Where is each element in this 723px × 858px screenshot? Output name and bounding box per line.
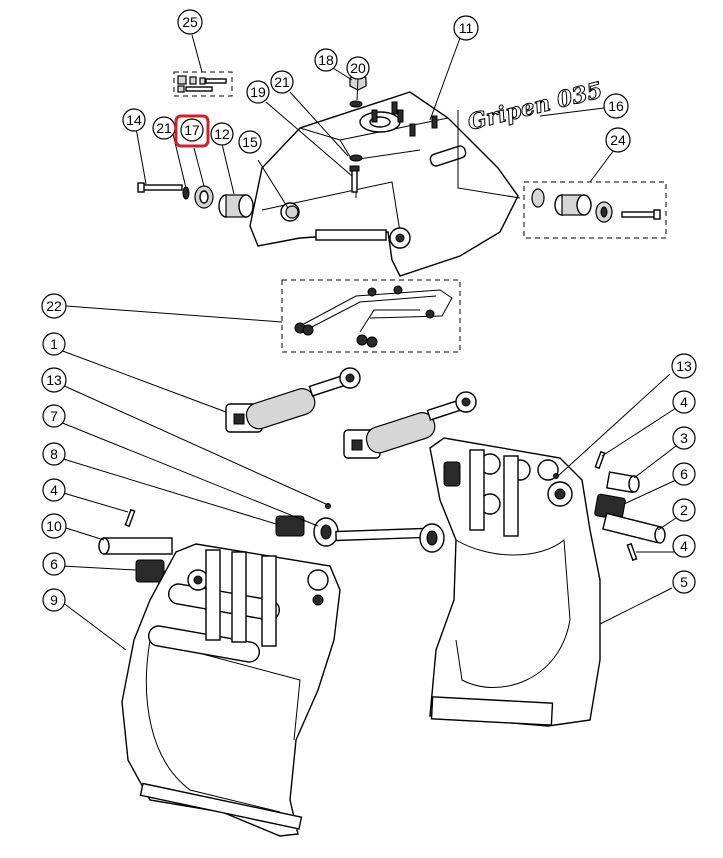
svg-text:8: 8 bbox=[50, 446, 58, 462]
svg-text:25: 25 bbox=[182, 14, 198, 30]
svg-text:16: 16 bbox=[608, 98, 624, 114]
svg-text:21: 21 bbox=[274, 74, 290, 90]
svg-text:5: 5 bbox=[680, 574, 688, 590]
part-9-left-jaw bbox=[121, 543, 341, 837]
svg-text:4: 4 bbox=[680, 394, 688, 410]
svg-text:4: 4 bbox=[680, 538, 688, 554]
callout-13-left: 13 bbox=[41, 367, 67, 393]
svg-text:24: 24 bbox=[610, 132, 626, 148]
callout-24: 24 bbox=[605, 127, 631, 153]
svg-text:18: 18 bbox=[318, 52, 334, 68]
callout-4-right-lower: 4 bbox=[672, 534, 696, 558]
callout-13-right: 13 bbox=[671, 353, 697, 379]
svg-text:4: 4 bbox=[50, 482, 58, 498]
svg-text:3: 3 bbox=[680, 430, 688, 446]
callout-1: 1 bbox=[42, 332, 66, 356]
svg-text:6: 6 bbox=[680, 466, 688, 482]
part-22-hose-kit bbox=[294, 285, 453, 348]
part-24-bushing-set bbox=[531, 188, 661, 223]
svg-text:9: 9 bbox=[50, 592, 58, 608]
callout-17-highlight bbox=[174, 114, 210, 148]
part-4-pin-right-lower bbox=[626, 542, 638, 562]
svg-text:12: 12 bbox=[214, 126, 230, 142]
callout-6-right: 6 bbox=[672, 462, 696, 486]
callout-5: 5 bbox=[672, 570, 696, 594]
svg-text:6: 6 bbox=[50, 556, 58, 572]
callout-7: 7 bbox=[42, 404, 66, 428]
part-8-bushing bbox=[275, 515, 305, 537]
callout-10: 10 bbox=[41, 513, 67, 539]
part-20-washer bbox=[349, 100, 363, 108]
group-box-25 bbox=[173, 71, 233, 97]
part-21-washer-upper bbox=[349, 154, 363, 162]
part-17-bushing bbox=[194, 185, 214, 209]
part-6-bushing-left bbox=[135, 559, 165, 583]
callout-9: 9 bbox=[42, 588, 66, 612]
part-5-right-jaw bbox=[429, 437, 601, 727]
part-3-shaft bbox=[605, 471, 640, 494]
svg-text:22: 22 bbox=[46, 298, 62, 314]
svg-text:7: 7 bbox=[50, 408, 58, 424]
callout-22: 22 bbox=[41, 293, 67, 319]
svg-text:14: 14 bbox=[126, 112, 142, 128]
part-14-bolt bbox=[137, 182, 183, 193]
svg-text:13: 13 bbox=[46, 372, 62, 388]
callout-21-left: 21 bbox=[152, 116, 176, 140]
svg-text:19: 19 bbox=[250, 84, 266, 100]
part-13-grease-nipple-left bbox=[325, 503, 331, 509]
callout-15: 15 bbox=[238, 130, 262, 154]
svg-text:13: 13 bbox=[676, 358, 692, 374]
group-box-24 bbox=[523, 181, 667, 239]
part-1-cylinder-lower bbox=[343, 391, 477, 459]
callout-18: 18 bbox=[314, 48, 338, 72]
part-19-bolt bbox=[349, 165, 360, 193]
callout-4-right-upper: 4 bbox=[672, 390, 696, 414]
part-15-pin bbox=[285, 205, 299, 219]
part-13-grease-nipple-right bbox=[553, 473, 559, 479]
svg-text:21: 21 bbox=[156, 120, 172, 136]
part-10-shaft bbox=[98, 537, 173, 555]
callout-21-top: 21 bbox=[270, 70, 294, 94]
svg-text:1: 1 bbox=[50, 336, 58, 352]
svg-text:11: 11 bbox=[459, 20, 474, 36]
callout-8: 8 bbox=[42, 442, 66, 466]
svg-text:17: 17 bbox=[184, 122, 200, 138]
callout-2: 2 bbox=[672, 498, 696, 522]
svg-text:10: 10 bbox=[46, 518, 62, 534]
callout-25: 25 bbox=[177, 9, 203, 35]
part-4-pin-left bbox=[124, 508, 136, 528]
group-box-22 bbox=[281, 279, 461, 353]
part-7-link-rod bbox=[313, 517, 445, 553]
part-12-sleeve bbox=[218, 194, 254, 218]
callout-3: 3 bbox=[672, 426, 696, 450]
part-25-screw-set bbox=[177, 75, 227, 93]
callout-17: 17 bbox=[180, 118, 204, 142]
part-21-washer-left bbox=[182, 186, 190, 200]
leader-lines bbox=[59, 34, 677, 651]
callout-14: 14 bbox=[122, 108, 146, 132]
part-1-cylinder-upper bbox=[225, 367, 361, 433]
callout-20: 20 bbox=[346, 56, 370, 80]
callout-4-left: 4 bbox=[42, 478, 66, 502]
callout-11: 11 bbox=[453, 15, 479, 41]
svg-text:20: 20 bbox=[350, 60, 366, 76]
svg-text:2: 2 bbox=[680, 502, 688, 518]
part-2-shaft bbox=[602, 512, 666, 544]
brand-logo-text: Gripen 035 bbox=[465, 77, 605, 136]
part-4-pin-right-upper bbox=[594, 450, 606, 470]
callout-19: 19 bbox=[246, 80, 270, 104]
callout-12: 12 bbox=[210, 122, 234, 146]
callout-6-left: 6 bbox=[42, 552, 66, 576]
callout-16: 16 bbox=[603, 93, 629, 119]
svg-text:15: 15 bbox=[242, 134, 258, 150]
